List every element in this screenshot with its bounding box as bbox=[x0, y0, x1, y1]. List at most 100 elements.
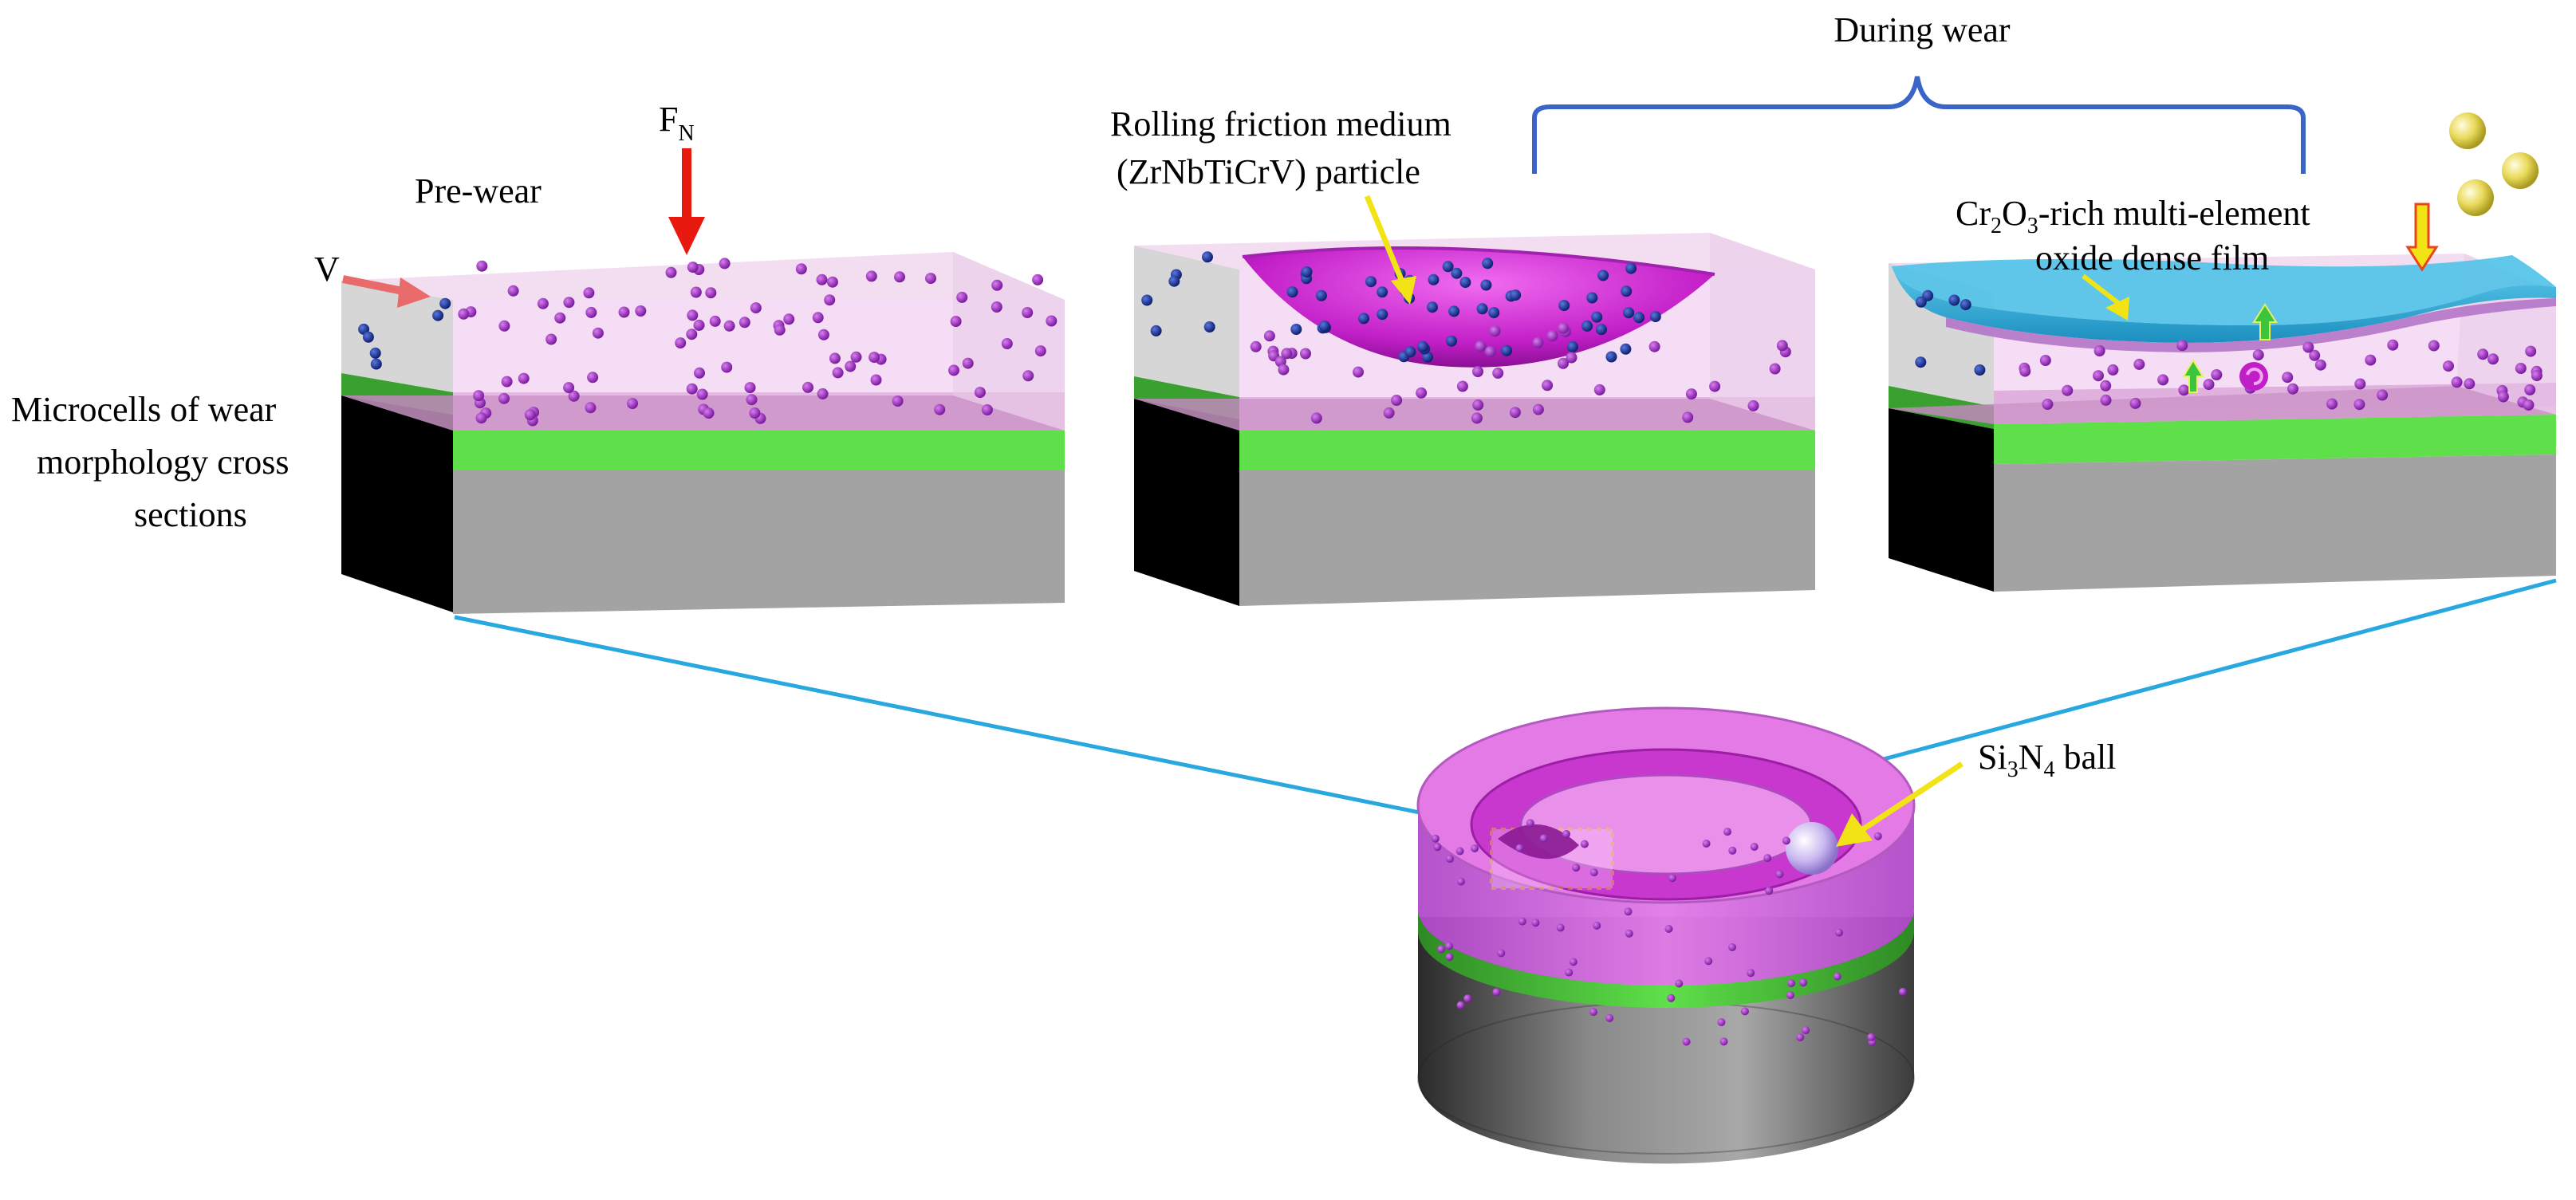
magenta-particle bbox=[869, 352, 880, 364]
magenta-particle bbox=[1799, 978, 1808, 987]
magenta-particle bbox=[1709, 380, 1721, 392]
magenta-particle bbox=[1728, 846, 1737, 855]
oxide-dense-film bbox=[1892, 266, 2556, 343]
midwear-left-substrate bbox=[1134, 399, 1239, 606]
magenta-particle bbox=[2524, 384, 2536, 395]
si3n4-label: Si3N4 ball bbox=[1978, 738, 2116, 782]
blue-particle bbox=[1480, 279, 1492, 291]
midwear-front-substrate bbox=[1239, 470, 1815, 606]
magenta-particle bbox=[1769, 363, 1781, 375]
magenta-particle bbox=[2365, 354, 2377, 366]
magenta-particle bbox=[1032, 273, 1044, 285]
magenta-particle bbox=[1250, 340, 1262, 352]
magenta-particle bbox=[1802, 1026, 1810, 1035]
magenta-particle bbox=[865, 270, 877, 282]
magenta-particle bbox=[2282, 372, 2294, 384]
magenta-particle bbox=[2062, 384, 2074, 396]
postwear-left-substrate bbox=[1889, 408, 1994, 592]
magenta-particle bbox=[2107, 364, 2119, 376]
magenta-particle bbox=[1782, 836, 1790, 845]
magenta-particle bbox=[2326, 398, 2338, 410]
magenta-particle bbox=[507, 285, 519, 297]
midwear-coating-front-lower bbox=[1239, 397, 1815, 431]
magenta-particle bbox=[1489, 325, 1501, 337]
magenta-particle bbox=[1682, 1037, 1691, 1046]
svg-text:morphology cross: morphology cross bbox=[37, 443, 290, 482]
prewear-left-substrate bbox=[341, 395, 453, 612]
magenta-particle bbox=[686, 383, 698, 395]
blue-particle bbox=[1377, 286, 1388, 298]
magenta-particle bbox=[1445, 953, 1454, 962]
magenta-particle bbox=[1484, 346, 1496, 358]
blue-particle bbox=[1141, 294, 1153, 306]
midwear-right-face bbox=[1710, 233, 1815, 431]
magenta-particle bbox=[2314, 359, 2326, 371]
postwear-block bbox=[1889, 112, 2556, 592]
magenta-particle bbox=[2523, 399, 2535, 411]
magenta-particle bbox=[709, 315, 721, 327]
svg-text:sections: sections bbox=[134, 495, 247, 534]
magenta-particle bbox=[1898, 987, 1907, 996]
blue-particle bbox=[1286, 286, 1298, 298]
postwear-front-green bbox=[1994, 415, 2556, 464]
magenta-particle bbox=[974, 387, 986, 399]
magenta-particle bbox=[1463, 994, 1472, 1003]
magenta-particle bbox=[1456, 1001, 1465, 1009]
magenta-particle bbox=[1472, 366, 1483, 377]
magenta-particle bbox=[1558, 322, 1570, 334]
blue-particle bbox=[1623, 307, 1635, 319]
during-wear-label: During wear bbox=[1834, 10, 2010, 49]
magenta-particle bbox=[1728, 943, 1736, 951]
magenta-particle bbox=[2019, 365, 2031, 377]
magenta-particle bbox=[1667, 993, 1676, 1002]
svg-text:Cr2O3-rich multi-element: Cr2O3-rich multi-element bbox=[1956, 194, 2310, 238]
blue-particle bbox=[1591, 311, 1603, 323]
magenta-particle bbox=[1786, 991, 1794, 1000]
blue-particle bbox=[1476, 303, 1488, 315]
magenta-particle bbox=[696, 388, 708, 400]
magenta-particle bbox=[627, 398, 638, 410]
magenta-particle bbox=[563, 297, 575, 309]
magenta-particle bbox=[693, 319, 705, 331]
magenta-particle bbox=[981, 404, 993, 415]
magenta-particle bbox=[2129, 397, 2141, 409]
magenta-particle bbox=[1747, 399, 1759, 411]
postwear-front-substrate bbox=[1994, 454, 2556, 592]
magenta-particle bbox=[1518, 917, 1526, 926]
blue-particle bbox=[1488, 307, 1500, 319]
si3n4-pointer-arrow bbox=[1836, 761, 1964, 847]
magenta-particle bbox=[473, 390, 485, 402]
magenta-particle bbox=[1281, 348, 1293, 360]
magenta-particle bbox=[2093, 345, 2105, 356]
magenta-particle bbox=[812, 312, 824, 324]
blue-particle bbox=[369, 347, 381, 359]
blue-particle bbox=[1649, 311, 1661, 323]
magenta-particle bbox=[1437, 945, 1446, 954]
oxide-film-label: Cr2O3-rich multi-element oxide dense fil… bbox=[1956, 194, 2310, 277]
prewear-label: Pre-wear bbox=[415, 171, 542, 210]
magenta-particle bbox=[585, 306, 597, 318]
magenta-particle bbox=[2451, 376, 2463, 388]
magenta-particle bbox=[1444, 942, 1453, 950]
magenta-particle bbox=[991, 301, 1002, 313]
magenta-particle bbox=[991, 279, 1003, 291]
magenta-particle bbox=[1456, 380, 1468, 392]
blue-particle bbox=[1620, 343, 1632, 355]
blue-particle bbox=[1948, 294, 1960, 306]
magenta-particle bbox=[618, 306, 630, 318]
magenta-particle bbox=[2354, 378, 2366, 390]
magenta-particle bbox=[962, 357, 974, 369]
magenta-particle bbox=[824, 294, 836, 306]
blue-particle bbox=[1915, 356, 1927, 368]
microcells-label: Microcells of wear morphology cross sect… bbox=[11, 390, 290, 534]
prewear-particles bbox=[358, 258, 1058, 427]
magenta-particle bbox=[956, 291, 968, 303]
magenta-particle bbox=[1310, 412, 1322, 424]
magenta-particle bbox=[749, 407, 761, 419]
magenta-particle bbox=[1509, 407, 1521, 419]
magenta-particle bbox=[2464, 378, 2476, 390]
magenta-particle bbox=[2203, 379, 2215, 391]
magenta-particle bbox=[1625, 929, 1633, 938]
svg-text:Microcells of wear: Microcells of wear bbox=[11, 390, 277, 429]
